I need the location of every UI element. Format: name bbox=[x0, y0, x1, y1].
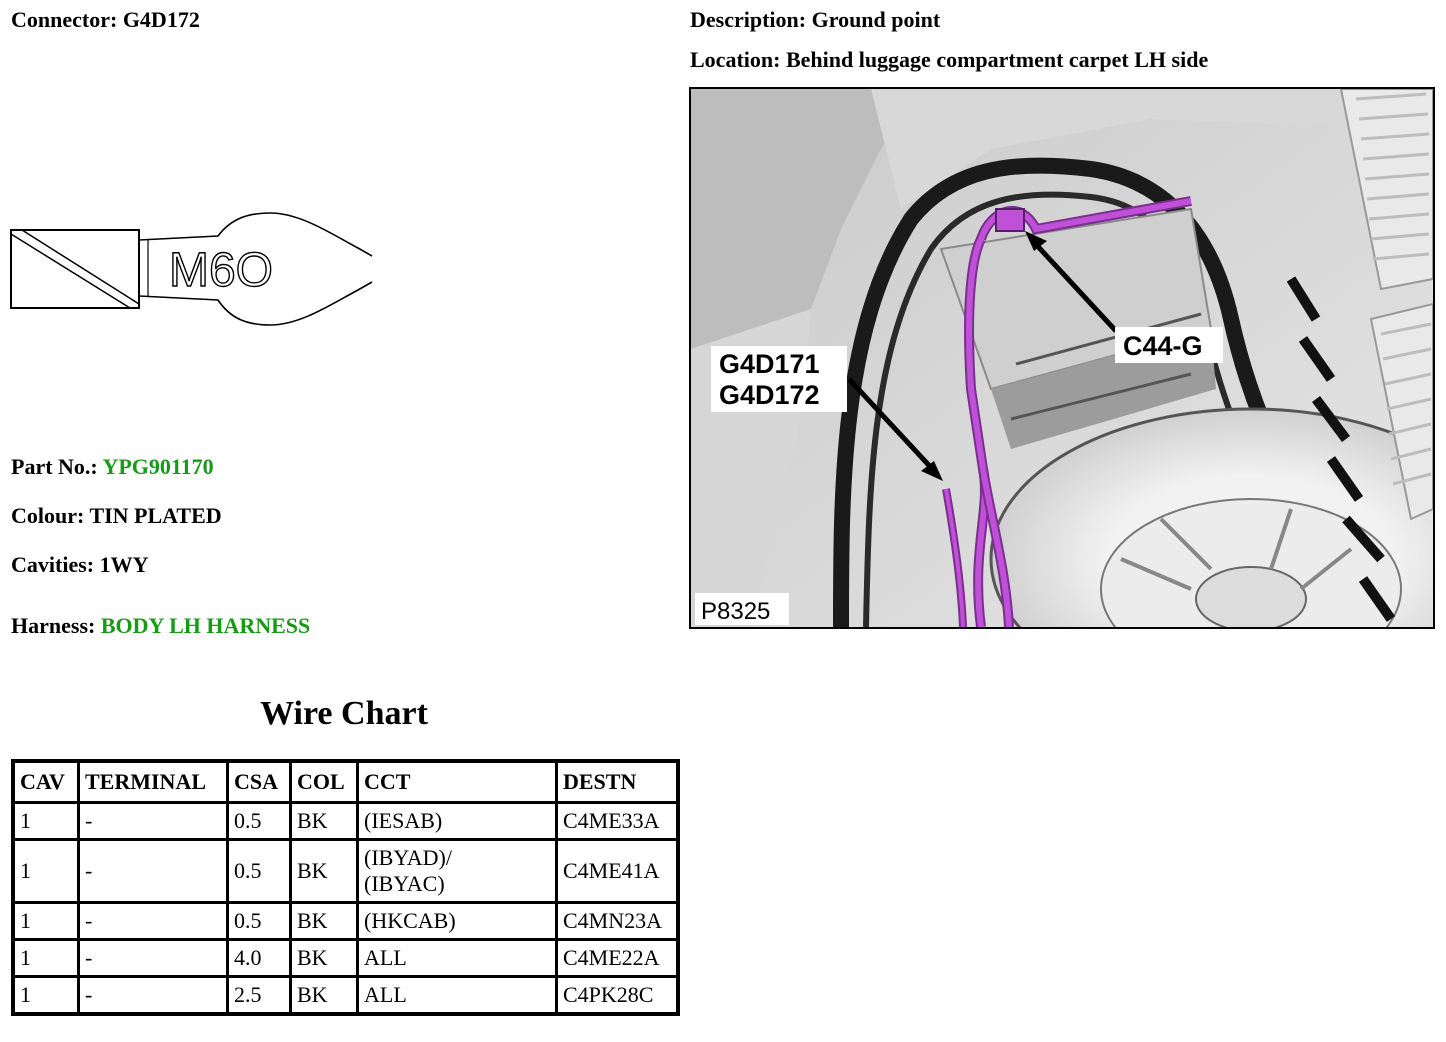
table-row: 1 - 0.5 BK (HKCAB) C4MN23A bbox=[11, 901, 680, 941]
location-field: Location: Behind luggage compartment car… bbox=[690, 47, 1208, 73]
col-cell: BK bbox=[289, 975, 359, 1016]
destn-cell: C4ME41A bbox=[555, 838, 680, 904]
connector-label: Connector: bbox=[11, 7, 118, 32]
col-header-cct: CCT bbox=[356, 759, 558, 804]
cav-cell: 1 bbox=[11, 975, 80, 1016]
table-row: 1 - 2.5 BK ALL C4PK28C bbox=[11, 975, 680, 1016]
col-header-destn: DESTN bbox=[555, 759, 680, 804]
wire-chart-table: CAV TERMINAL CSA COL CCT DESTN 1 - 0.5 B… bbox=[11, 759, 680, 1016]
harness-link[interactable]: BODY LH HARNESS bbox=[100, 613, 311, 638]
description-field: Description: Ground point bbox=[690, 7, 940, 33]
cavities-label: Cavities: bbox=[11, 552, 95, 577]
cct-cell: (HKCAB) bbox=[356, 901, 558, 941]
harness-label: Harness: bbox=[11, 613, 96, 638]
luggage-compartment-illustration: G4D171 G4D172 C44-G P8325 bbox=[691, 89, 1433, 627]
location-label: Location: bbox=[690, 47, 781, 72]
callout-g4d171: G4D171 bbox=[719, 349, 820, 379]
connector-value: G4D172 bbox=[122, 7, 200, 32]
terminal-cell: - bbox=[77, 901, 229, 941]
col-header-terminal: TERMINAL bbox=[77, 759, 229, 804]
csa-cell: 0.5 bbox=[226, 801, 292, 841]
table-row: 1 - 4.0 BK ALL C4ME22A bbox=[11, 938, 680, 978]
col-header-cav: CAV bbox=[11, 759, 80, 804]
cav-cell: 1 bbox=[11, 938, 80, 978]
col-cell: BK bbox=[289, 801, 359, 841]
description-label: Description: bbox=[690, 7, 807, 32]
csa-cell: 4.0 bbox=[226, 938, 292, 978]
colour-value: TIN PLATED bbox=[89, 503, 222, 528]
table-row: 1 - 0.5 BK (IBYAD)/(IBYAC) C4ME41A bbox=[11, 838, 680, 904]
cav-cell: 1 bbox=[11, 801, 80, 841]
cct-line-1: (IBYAD)/ bbox=[364, 845, 452, 870]
col-header-csa: CSA bbox=[226, 759, 292, 804]
cav-cell: 1 bbox=[11, 838, 80, 904]
colour-label: Colour: bbox=[11, 503, 85, 528]
terminal-cell: - bbox=[77, 975, 229, 1016]
cavities-value: 1WY bbox=[99, 552, 149, 577]
terminal-cell: - bbox=[77, 938, 229, 978]
harness-field: Harness: BODY LH HARNESS bbox=[11, 613, 310, 639]
callout-c44g: C44-G bbox=[1123, 331, 1203, 361]
cavities-field: Cavities: 1WY bbox=[11, 552, 148, 578]
destn-cell: C4ME33A bbox=[555, 801, 680, 841]
ring-terminal-diagram: M6O bbox=[10, 212, 373, 326]
terminal-cell: - bbox=[77, 801, 229, 841]
callout-g4d172: G4D172 bbox=[719, 380, 820, 410]
description-value: Ground point bbox=[811, 7, 941, 32]
destn-cell: C4ME22A bbox=[555, 938, 680, 978]
purple-harness bbox=[942, 196, 1192, 627]
destn-cell: C4PK28C bbox=[555, 975, 680, 1016]
cct-cell: (IBYAD)/(IBYAC) bbox=[356, 838, 558, 904]
cct-cell: (IESAB) bbox=[356, 801, 558, 841]
col-cell: BK bbox=[289, 938, 359, 978]
part-number-label: Part No.: bbox=[11, 454, 98, 479]
cct-line-2: (IBYAC) bbox=[364, 871, 445, 896]
wire-chart-title: Wire Chart bbox=[260, 695, 428, 732]
table-row: 1 - 0.5 BK (IESAB) C4ME33A bbox=[11, 801, 680, 841]
colour-field: Colour: TIN PLATED bbox=[11, 503, 222, 529]
photo-reference: P8325 bbox=[701, 598, 770, 625]
terminal-cell: - bbox=[77, 838, 229, 904]
part-number-link[interactable]: YPG901170 bbox=[102, 454, 214, 479]
cct-cell: ALL bbox=[356, 938, 558, 978]
col-cell: BK bbox=[289, 838, 359, 904]
location-photo: G4D171 G4D172 C44-G P8325 bbox=[689, 87, 1435, 629]
col-cell: BK bbox=[289, 901, 359, 941]
terminal-size-label: M6O bbox=[169, 244, 273, 297]
csa-cell: 0.5 bbox=[226, 901, 292, 941]
csa-cell: 0.5 bbox=[226, 838, 292, 904]
connector-field: Connector: G4D172 bbox=[11, 7, 200, 33]
cav-cell: 1 bbox=[11, 901, 80, 941]
table-header-row: CAV TERMINAL CSA COL CCT DESTN bbox=[11, 759, 680, 804]
destn-cell: C4MN23A bbox=[555, 901, 680, 941]
col-header-col: COL bbox=[289, 759, 359, 804]
cct-cell: ALL bbox=[356, 975, 558, 1016]
location-value: Behind luggage compartment carpet LH sid… bbox=[785, 47, 1209, 72]
part-number-field: Part No.: YPG901170 bbox=[11, 454, 214, 480]
csa-cell: 2.5 bbox=[226, 975, 292, 1016]
